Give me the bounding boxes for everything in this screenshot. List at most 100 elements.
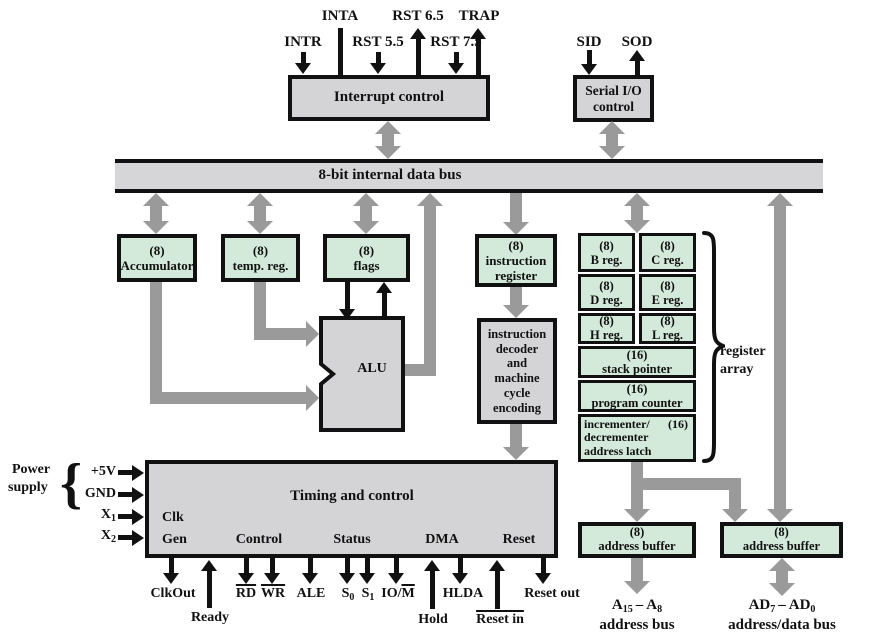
control-group-label: Control bbox=[235, 532, 283, 547]
l-reg-size: (8) bbox=[660, 314, 675, 329]
l-reg-cell: (8) L reg. bbox=[639, 313, 696, 344]
io-m-label: IO/M bbox=[381, 586, 414, 601]
b-reg-size: (8) bbox=[599, 238, 614, 253]
decoder-line-2: decoder bbox=[495, 341, 539, 356]
c-reg-size: (8) bbox=[660, 238, 675, 253]
address-data-buffer-name: address buffer bbox=[742, 539, 821, 553]
instruction-register-size: (8) bbox=[508, 237, 524, 253]
address-latch-line3: address latch bbox=[584, 443, 652, 458]
a-hi-s1: 15 bbox=[622, 604, 633, 615]
address-buffer-size: (8) bbox=[629, 525, 645, 540]
d-reg-size: (8) bbox=[599, 278, 614, 293]
dma-group-label: DMA bbox=[425, 532, 459, 547]
hlda-label: HLDA bbox=[442, 586, 484, 601]
register-array-label-line2: array bbox=[720, 362, 754, 377]
d-reg-name: D reg. bbox=[590, 292, 623, 307]
s0-arrow bbox=[339, 558, 355, 584]
ad-p2: AD bbox=[788, 597, 811, 613]
decoder-to-timing-arrow bbox=[503, 424, 529, 460]
rst55-label: RST 5.5 bbox=[352, 34, 404, 50]
s0-sub: 0 bbox=[349, 592, 355, 603]
sid-label: SID bbox=[576, 34, 602, 50]
address-bus-range-label: A15–A8 bbox=[612, 597, 662, 615]
instruction-register-box: (8) instruction register bbox=[475, 234, 557, 287]
program-counter-name: program counter bbox=[591, 396, 683, 410]
bus-to-instruction-register-arrow bbox=[503, 193, 529, 235]
b-reg-cell: (8) B reg. bbox=[578, 233, 635, 272]
s1-sub: 1 bbox=[369, 592, 375, 603]
stack-pointer-name: stack pointer bbox=[602, 362, 672, 376]
x1-arrow bbox=[118, 508, 144, 525]
accumulator-size: (8) bbox=[149, 242, 165, 258]
tempreg-alu-path-h bbox=[254, 321, 319, 347]
tempreg-bus-arrow bbox=[247, 193, 273, 234]
m-part: M bbox=[401, 586, 415, 601]
intr-label: INTR bbox=[284, 34, 322, 50]
address-data-buffer-size: (8) bbox=[774, 525, 789, 540]
address-bus-caption: address bus bbox=[599, 617, 675, 633]
alu-to-bus-arrow bbox=[417, 193, 443, 376]
alu-to-flags-arrow bbox=[376, 282, 392, 320]
gnd-arrow bbox=[118, 486, 144, 503]
status-group-label: Status bbox=[333, 532, 371, 547]
instruction-register-line2: register bbox=[494, 268, 538, 284]
s0-main: S bbox=[341, 586, 350, 601]
temp-reg-box: (8) temp. reg. bbox=[221, 234, 300, 282]
h-reg-cell: (8) H reg. bbox=[578, 313, 635, 344]
rst55-arrow bbox=[370, 52, 386, 74]
wr-label: WR bbox=[260, 586, 286, 601]
plus5v-arrow bbox=[118, 464, 144, 481]
flags-box: (8) flags bbox=[323, 234, 410, 282]
serial-io-control-box: Serial I/O control bbox=[573, 75, 654, 122]
timing-control-box bbox=[145, 460, 558, 558]
tempreg-alu-path-v bbox=[254, 282, 266, 340]
ad-s2: 0 bbox=[810, 604, 816, 615]
flags-bus-arrow bbox=[353, 193, 379, 234]
temp-reg-name: temp. reg. bbox=[232, 258, 289, 273]
clkout-label: ClkOut bbox=[150, 586, 196, 601]
program-counter-size: (16) bbox=[626, 382, 648, 396]
x1-label: X1 bbox=[80, 507, 116, 524]
plus5v-label: +5V bbox=[90, 464, 116, 479]
x2-sub: 2 bbox=[111, 534, 116, 545]
h-reg-name: H reg. bbox=[589, 327, 624, 342]
latch-branch-h bbox=[637, 478, 729, 490]
intr-arrow bbox=[295, 52, 311, 74]
flags-to-alu-arrow bbox=[339, 282, 355, 320]
reset-in-arrow bbox=[489, 560, 505, 609]
register-array-label-line1: register bbox=[720, 344, 766, 359]
s1-arrow bbox=[359, 558, 375, 584]
decoder-line-3: and bbox=[506, 356, 528, 371]
interrupt-control-label: Interrupt control bbox=[333, 89, 445, 106]
latch-branch-to-addr-data-buffer-arrow bbox=[722, 478, 748, 522]
bus-to-addr-data-buffer-arrow bbox=[767, 193, 793, 522]
trap-arrow bbox=[470, 28, 486, 75]
decoder-line-5: cycle bbox=[503, 385, 531, 400]
hold-label: Hold bbox=[418, 612, 448, 627]
s0-label: S0 bbox=[342, 586, 355, 603]
alu-to-bus-elbow bbox=[403, 364, 431, 376]
accumulator-name: Accumulator bbox=[120, 258, 194, 273]
sod-arrow bbox=[629, 50, 645, 75]
instruction-register-line1: instruction bbox=[485, 252, 547, 268]
x2-main: X bbox=[100, 528, 111, 543]
stack-pointer-size: (16) bbox=[626, 348, 648, 362]
s1-label: S1 bbox=[362, 586, 375, 603]
register-array-bus-arrow bbox=[624, 193, 650, 233]
d-reg-cell: (8) D reg. bbox=[578, 274, 635, 311]
interrupt-control-box: Interrupt control bbox=[288, 75, 490, 121]
address-latch-size: (16) bbox=[668, 416, 688, 431]
rst65-label: RST 6.5 bbox=[392, 8, 444, 24]
accumulator-box: (8) Accumulator bbox=[117, 234, 197, 282]
serial-io-line1: Serial I/O bbox=[585, 82, 642, 98]
ale-label: ALE bbox=[296, 586, 326, 601]
wr-arrow bbox=[264, 558, 280, 584]
clk-gen-label-line1: Clk bbox=[162, 510, 184, 525]
serial-bus-arrow bbox=[599, 121, 625, 159]
address-buffer-box: (8) address buffer bbox=[578, 522, 696, 558]
c-reg-name: C reg. bbox=[651, 252, 684, 267]
power-supply-label-line1: Power bbox=[12, 462, 51, 477]
h-reg-size: (8) bbox=[599, 314, 614, 329]
power-brace: { bbox=[60, 453, 83, 515]
